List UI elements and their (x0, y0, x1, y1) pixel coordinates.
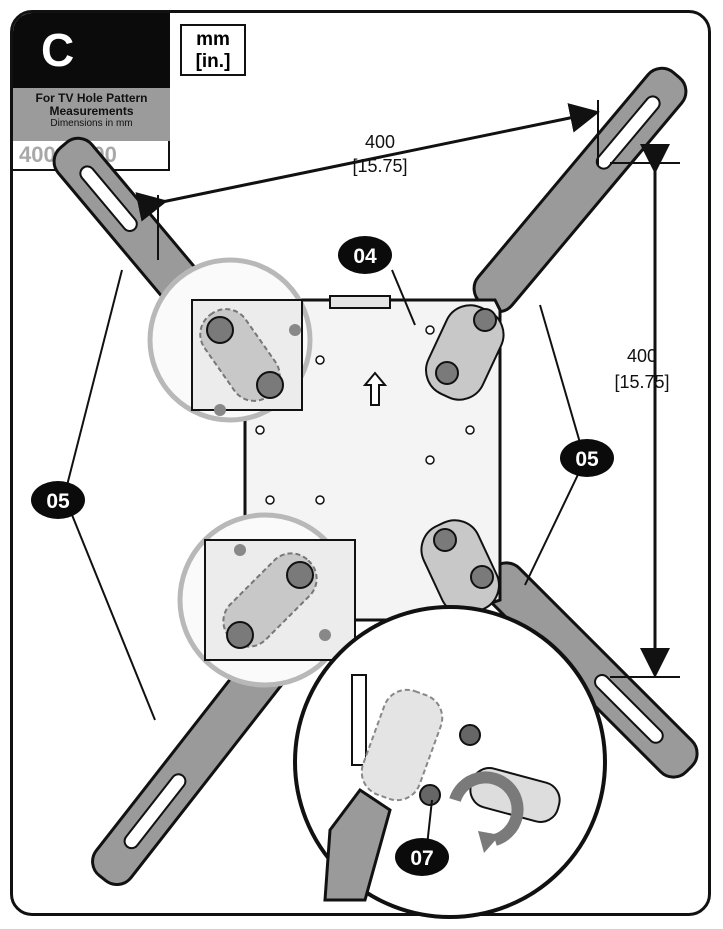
vertical-dimension-mm: 400 (627, 346, 657, 366)
hole-pattern-heading: For TV Hole Pattern Measurements (35, 91, 148, 118)
step-badge: C (13, 13, 170, 88)
svg-text:07: 07 (410, 847, 433, 870)
step-letter: C (41, 24, 75, 76)
svg-text:04: 04 (353, 245, 377, 268)
leader-lines (61, 269, 586, 856)
screw-detail-circle (293, 605, 607, 919)
units-secondary: [in.] (195, 51, 231, 72)
callout-plate-04: 04 (338, 236, 392, 274)
callout-screw-07: 07 (395, 838, 449, 876)
mounting-arm-upper-right (472, 66, 688, 314)
svg-text:05: 05 (46, 490, 70, 513)
page-frame (10, 10, 711, 916)
zoom-detail-upper (147, 257, 313, 423)
up-arrow-icon (362, 371, 388, 406)
units-primary: mm (196, 29, 230, 50)
horizontal-dimension-in: [15.75] (352, 156, 407, 176)
callout-arms-05-left: 05 (31, 481, 85, 519)
dimension-vertical (610, 144, 680, 678)
vertical-dimension-in: [15.75] (614, 372, 669, 392)
hole-pattern-note: Dimensions in mm (50, 118, 133, 129)
svg-text:05: 05 (575, 448, 599, 471)
dimension-horizontal (135, 100, 600, 260)
zoom-detail-lower (177, 512, 356, 688)
mounting-arm-lower-left (91, 634, 299, 886)
horizontal-dimension-mm: 400 (365, 132, 395, 152)
callout-arms-05-right: 05 (560, 439, 614, 477)
rotate-arrow-icon (449, 771, 524, 846)
units-box: mm [in.] (180, 24, 246, 76)
